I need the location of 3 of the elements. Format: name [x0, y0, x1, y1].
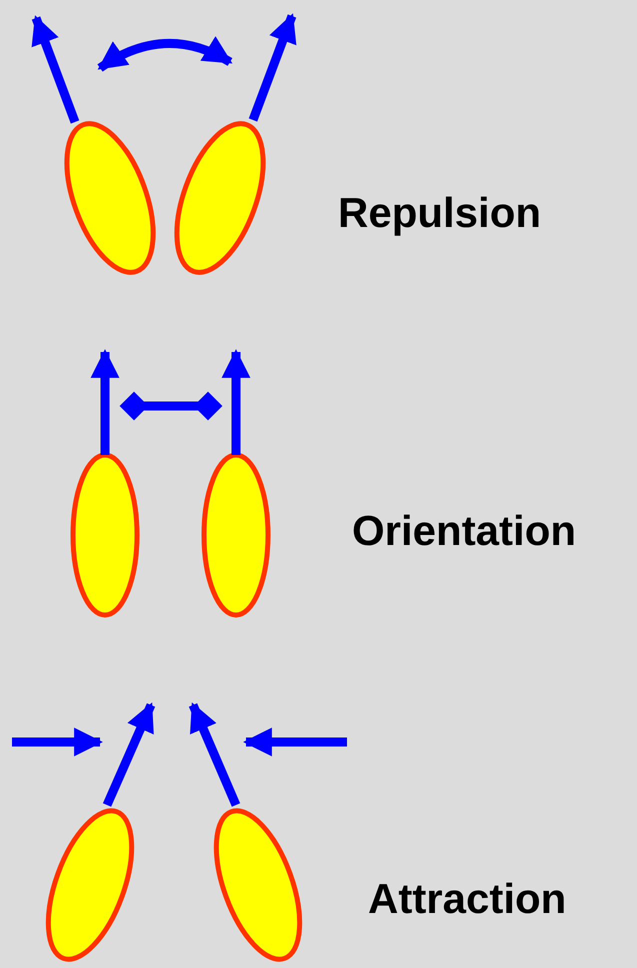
- section-label: Orientation: [352, 510, 576, 552]
- section-label: Attraction: [368, 878, 566, 920]
- section-label: Repulsion: [338, 192, 542, 234]
